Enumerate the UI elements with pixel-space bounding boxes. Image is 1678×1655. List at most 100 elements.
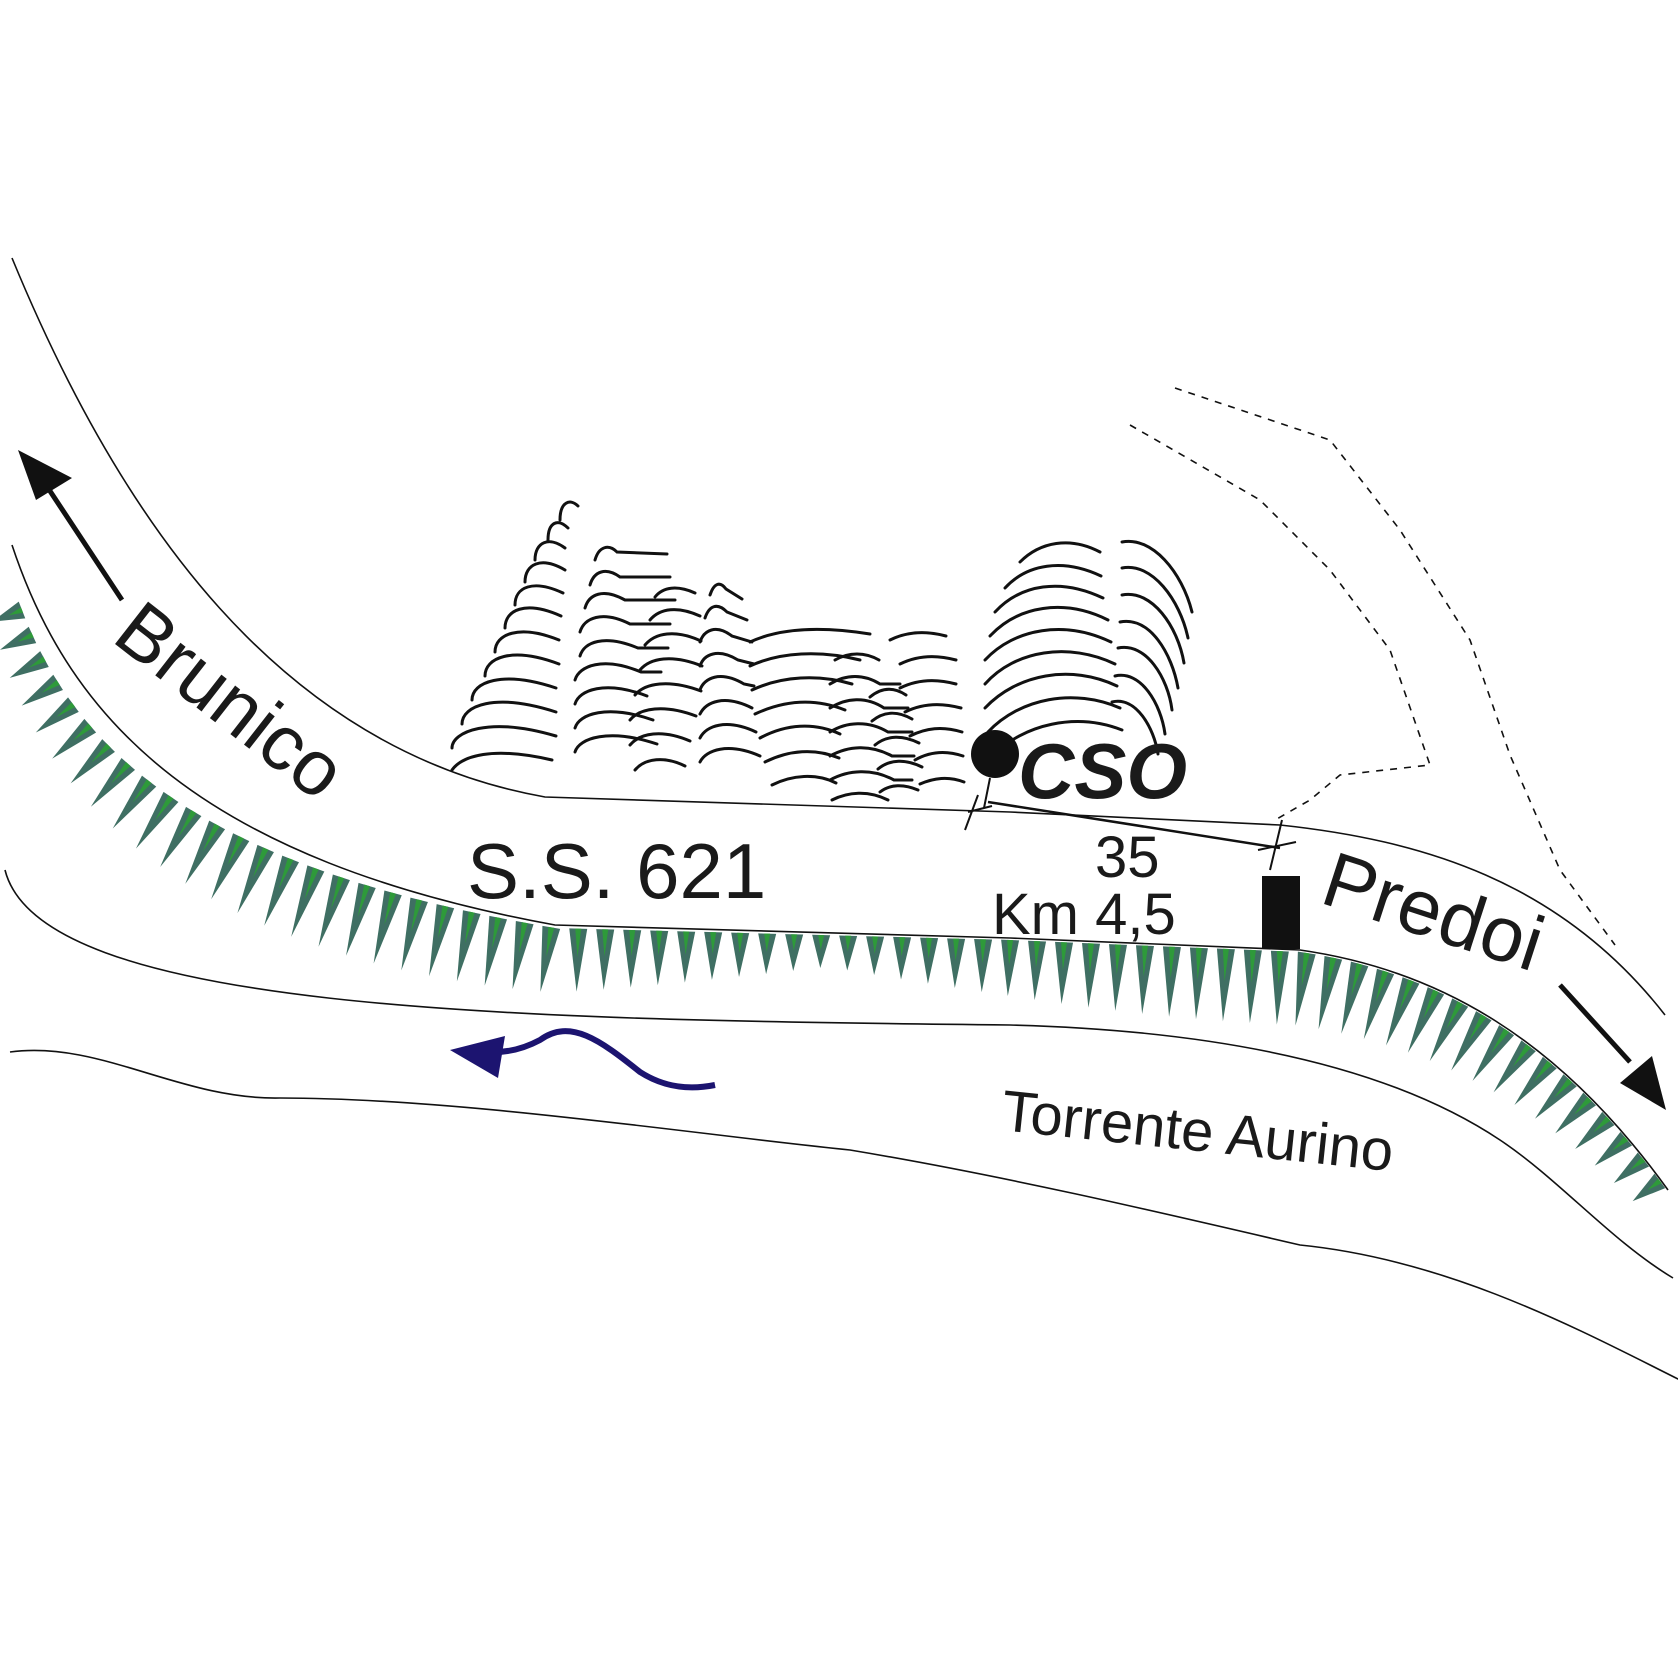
embankment-tooth — [264, 855, 299, 926]
distance-tick-east — [1257, 819, 1297, 871]
embankment-tooth-core — [304, 867, 319, 900]
embankment-tooth-core — [1276, 951, 1283, 985]
embankment-tooth-core — [1326, 957, 1337, 990]
embankment-tooth-core — [1301, 952, 1310, 986]
embankment-tooth-core — [91, 743, 111, 763]
embankment-tooth — [1082, 942, 1101, 1008]
embankment-tooth — [1429, 998, 1469, 1062]
embankment-tooth — [160, 806, 202, 868]
embankment-tooth-core — [384, 892, 396, 925]
embankment-tooth-core — [1574, 1096, 1592, 1115]
embankment-tooth — [1135, 945, 1154, 1014]
embankment-tooth-core — [1007, 939, 1014, 966]
station-marker-stem — [983, 777, 991, 809]
embankment-tooth — [52, 718, 97, 759]
embankment-tooth — [135, 791, 179, 849]
embankment-tooth-core — [1034, 940, 1041, 968]
arrow-to-predoi-icon[interactable] — [1558, 983, 1666, 1110]
embankment-tooth — [1270, 950, 1289, 1025]
embankment-tooth — [1318, 955, 1343, 1030]
embankment-tooth-core — [1222, 948, 1229, 982]
embankment-tooth-core — [465, 911, 475, 944]
embankment-tooth-core — [980, 939, 987, 964]
embankment-tooth — [650, 930, 669, 986]
embankment-tooth-core — [1195, 947, 1202, 980]
embankment-tooth-core — [1612, 1136, 1629, 1151]
embankment-tooth-core — [546, 926, 555, 957]
embankment-tooth — [346, 882, 376, 956]
embankment-tooth — [0, 601, 26, 621]
embankment-tooth-core — [1533, 1060, 1553, 1082]
embankment-tooth-core — [1399, 979, 1414, 1010]
embankment-tooth-core — [519, 922, 528, 953]
embankment-tooth-core — [252, 847, 269, 878]
embankment-tooth — [484, 915, 508, 986]
embankment-tooth — [704, 931, 723, 980]
embankment-tooth-core — [331, 876, 345, 909]
label-kilometer: Km 4,5 — [992, 882, 1176, 947]
embankment-tooth-core — [492, 917, 502, 949]
embankment-tooth — [1109, 944, 1127, 1011]
embankment-tooth-core — [56, 702, 76, 718]
embankment-tooth-core — [602, 929, 609, 957]
embankment-tooth-core — [710, 932, 717, 954]
embankment-tooth-core — [1512, 1044, 1532, 1067]
embankment-tooth-core — [1630, 1157, 1646, 1171]
road-upper-edge — [11, 257, 1666, 1016]
embankment-tooth — [839, 935, 858, 971]
embankment-tooth — [291, 865, 325, 937]
km-marker-icon[interactable] — [1262, 876, 1300, 949]
embankment-tooth — [1363, 968, 1395, 1040]
embankment-tooth — [1472, 1025, 1515, 1081]
embankment-tooth-core — [155, 795, 174, 821]
river-flow-arrow-icon — [450, 1028, 716, 1091]
embankment-tooth — [185, 820, 226, 884]
label-station: CSO — [1018, 727, 1187, 815]
embankment-tooth-core — [1351, 963, 1363, 996]
embankment-tooth — [318, 874, 350, 947]
embankment-tooth — [35, 697, 79, 733]
embankment-tooth-core — [926, 937, 933, 959]
embankment-tooth — [512, 921, 534, 990]
embankment-tooth — [974, 939, 993, 993]
embankment-tooth — [1162, 946, 1181, 1017]
embankment-tooth — [1055, 941, 1074, 1004]
station-marker-icon[interactable] — [971, 730, 1019, 778]
embankment-tooth — [401, 897, 428, 971]
embankment-tooth-core — [1168, 946, 1175, 979]
embankment-tooth — [1407, 987, 1445, 1053]
embankment-tooth — [1243, 949, 1262, 1024]
embankment-tooth — [569, 928, 588, 992]
embankment-tooth-core — [8, 607, 24, 616]
embankment-tooth — [9, 651, 49, 678]
embankment-tooth-core — [1554, 1078, 1573, 1098]
embankment-tooth-core — [575, 928, 582, 957]
embankment-tooth — [623, 929, 642, 988]
embankment-tooth — [758, 933, 777, 975]
embankment-tooth-core — [1115, 944, 1121, 975]
river-upper-bank — [4, 869, 1674, 1279]
embankment-tooth-core — [1446, 1001, 1463, 1029]
embankment-tooth-core — [1491, 1028, 1510, 1054]
embankment-tooth-core — [202, 823, 220, 852]
embankment-tooth-core — [1647, 1178, 1662, 1191]
embankment-tooth — [1028, 940, 1047, 1001]
label-predoi: Predoi — [1313, 834, 1555, 987]
road-lower-edge — [11, 544, 1669, 1191]
embankment-tooth — [373, 890, 402, 964]
embankment-tooth — [1632, 1173, 1666, 1202]
embankment-tooth-core — [764, 933, 771, 952]
embankment-tooth-core — [818, 934, 825, 950]
embankment-tooth — [731, 932, 750, 978]
embankment-tooth-core — [438, 905, 449, 938]
embankment-tooth — [540, 925, 561, 992]
embankment-tooth — [893, 936, 912, 980]
embankment-tooth-core — [111, 762, 131, 784]
embankment-tooth-core — [278, 857, 294, 889]
embankment-tooth — [237, 844, 274, 914]
embankment-tooth-core — [1469, 1014, 1487, 1041]
embankment-tooth — [1341, 961, 1369, 1034]
landslide-scarps-icon — [450, 500, 1194, 802]
embankment-tooth-core — [411, 899, 423, 932]
arrow-to-brunico-icon[interactable] — [18, 450, 125, 602]
